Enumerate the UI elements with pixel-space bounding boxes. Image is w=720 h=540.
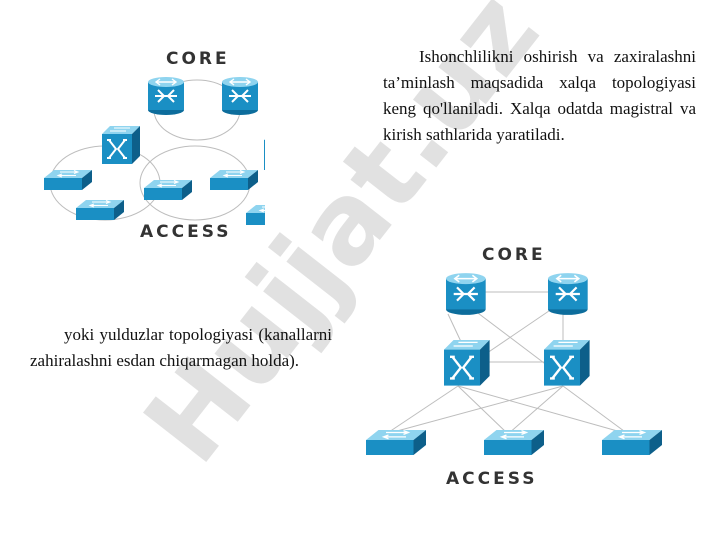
ring-topology-diagram: CORE ACCESS (43, 49, 265, 242)
multilayer-switch-icon (542, 338, 591, 387)
access-switch-4 (209, 169, 259, 191)
workgroup-switch-icon (483, 429, 545, 456)
router-icon (147, 76, 185, 116)
access-label: ACCESS (140, 222, 231, 242)
multilayer-switch-icon (442, 338, 491, 387)
workgroup-switch-icon (365, 429, 427, 456)
router-icon (444, 272, 487, 316)
workgroup-switch-icon (43, 169, 93, 191)
core-router-2 (221, 76, 259, 116)
access-switch-1 (365, 429, 427, 456)
access-switch-2 (75, 199, 125, 221)
distribution-switch-2 (542, 338, 591, 387)
workgroup-switch-icon (209, 169, 259, 191)
access-switch-3 (601, 429, 663, 456)
core-router-2 (546, 272, 589, 316)
access-switch-3 (143, 179, 193, 201)
star-links (385, 291, 629, 435)
workgroup-switch-icon (245, 204, 265, 226)
router-icon (221, 76, 259, 116)
workgroup-switch-icon (143, 179, 193, 201)
distribution-switch-1 (442, 338, 491, 387)
core-label: CORE (482, 245, 546, 265)
star-topology-diagram: CORE ACCESS (365, 245, 663, 489)
distribution-switch-1 (101, 125, 141, 165)
workgroup-switch-icon (601, 429, 663, 456)
access-switch-5 (245, 204, 265, 226)
access-switch-2 (483, 429, 545, 456)
core-router-1 (444, 272, 487, 316)
paragraph-star-topology: yoki yulduzlar topologiyasi (kanallarni … (30, 325, 332, 370)
distribution-switch-2 (263, 131, 265, 171)
access-label: ACCESS (446, 469, 537, 489)
router-icon (546, 272, 589, 316)
core-label: CORE (166, 49, 230, 69)
multilayer-switch-icon (263, 131, 265, 171)
multilayer-switch-icon (101, 125, 141, 165)
workgroup-switch-icon (75, 199, 125, 221)
paragraph-ring-topology: Ishonchlilikni oshirish va zaxiralashni … (383, 47, 696, 144)
core-router-1 (147, 76, 185, 116)
access-switch-1 (43, 169, 93, 191)
